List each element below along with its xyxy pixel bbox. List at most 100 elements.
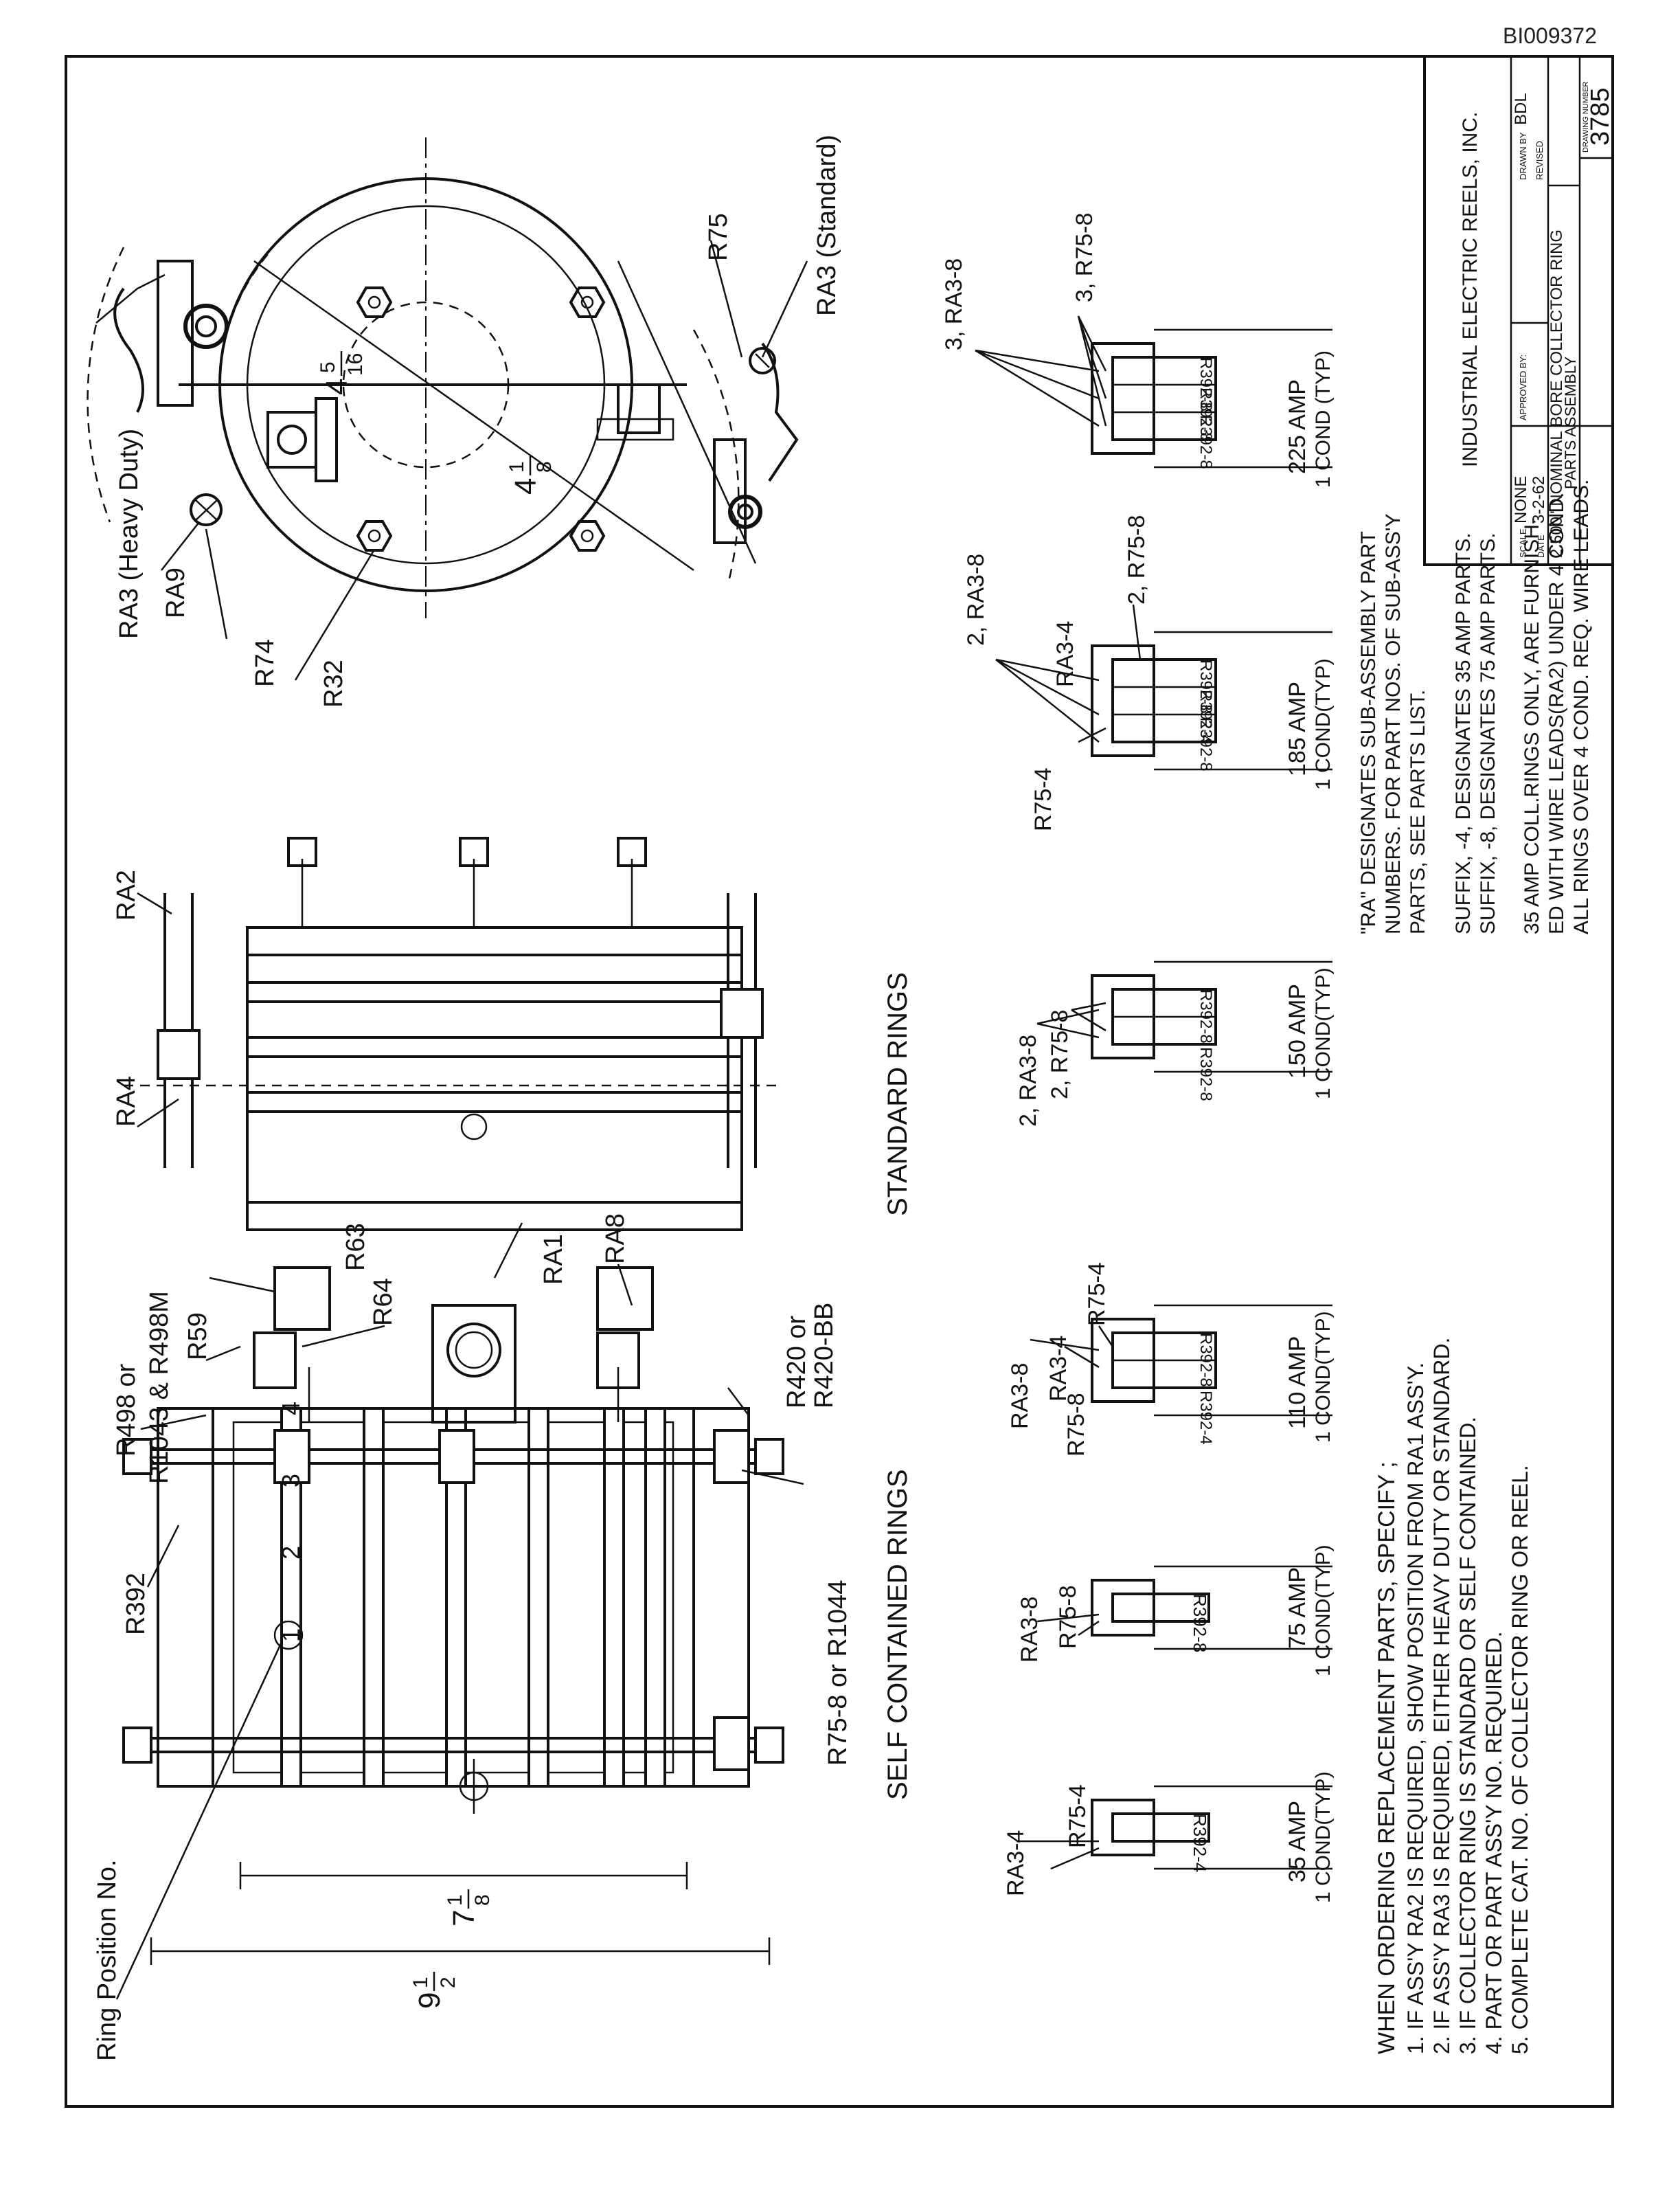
ordering-notes: WHEN ORDERING REPLACEMENT PARTS, SPECIFY… (1374, 1338, 1532, 2054)
amp-rating: 110 AMP (1284, 1336, 1310, 1429)
variant-75-amp: R392-8 RA3-8 R75-8 75 AMP 1 COND(TYP) (1017, 1544, 1335, 1676)
drawn-label: DRAWN BY (1518, 132, 1528, 180)
suffix-note-1: SUFFIX, -4, DESIGNATES 35 AMP PARTS. (1452, 532, 1475, 934)
variant-110-amp: R392-8 R392-4 RA3-8 RA3-4 R75-4 R75-8 11… (1007, 1262, 1335, 1457)
callout: 2, RA3-8 (963, 554, 989, 646)
drawing-title-line2: PARTS ASSEMBLY (1562, 356, 1579, 489)
callout: 2, R75-8 (1047, 1010, 1073, 1099)
label-r32: R32 (319, 660, 348, 708)
amp35-note-2: ED WITH WIRE LEADS(RA2) UNDER 4 COND. (1545, 493, 1568, 934)
callout: R75-8 (1055, 1585, 1081, 1649)
ring-number-badge (273, 1620, 304, 1650)
amp-rating: 185 AMP (1284, 682, 1310, 776)
label-r498-line2: R1043 & R498M (145, 1291, 174, 1484)
ordering-heading: WHEN ORDERING REPLACEMENT PARTS, SPECIFY… (1374, 1461, 1400, 2054)
callout: R75-4 (1030, 767, 1056, 831)
ra-note-line2: NUMBERS. FOR PART NOS. OF SUB-ASS'Y (1382, 514, 1405, 935)
callout: RA3-4 (1052, 621, 1078, 687)
dim-4-5-16-whole: 4 (320, 379, 354, 395)
ring-label: R392-8 (1196, 415, 1215, 469)
ordering-item-5: 5. COMPLETE CAT. NO. OF COLLECTOR RING O… (1508, 1465, 1532, 2054)
label-ra1: RA1 (539, 1234, 568, 1285)
label-r420-line1: R420 or (782, 1315, 811, 1408)
ordering-item-3: 3. IF COLLECTOR RING IS STANDARD OR SELF… (1455, 1417, 1480, 2054)
company-name: INDUSTRIAL ELECTRIC REELS, INC. (1459, 112, 1482, 467)
label-ra8: RA8 (601, 1213, 630, 1264)
ra-note-line3: PARTS, SEE PARTS LIST. (1407, 690, 1429, 934)
scale-label: SCALE (1518, 528, 1528, 558)
ring-label: R392-8 (1190, 1594, 1210, 1652)
callout: RA3-4 (1045, 1336, 1071, 1402)
date-value: 3-2-62 (1530, 476, 1548, 524)
dim-4-1-8-num: 1 (506, 461, 528, 473)
ring-label: R392-4 (1190, 1814, 1210, 1872)
label-r74: R74 (251, 639, 280, 687)
label-r498-line1: R498 or (112, 1363, 141, 1457)
sheet-border (65, 55, 1614, 2108)
cond-note: 1 COND (TYP) (1312, 350, 1335, 488)
callout: RA3-8 (1007, 1363, 1033, 1429)
variant-225-amp: R392-8 R392-8 R392-8 3, RA3-8 3, R75-8 2… (941, 213, 1335, 488)
label-ring-position-no: Ring Position No. (93, 1859, 122, 2061)
amp-rating: 75 AMP (1284, 1567, 1310, 1649)
cond-note: 1 COND(TYP) (1312, 1311, 1335, 1443)
hex-nut (356, 520, 393, 552)
approved-label: APPROVED BY: (1518, 355, 1528, 420)
hex-nut (569, 286, 606, 318)
variant-150-amp: R392-8 R392-8 2, RA3-8 2, R75-8 150 AMP … (1015, 960, 1335, 1127)
title-block: INDUSTRIAL ELECTRIC REELS, INC. SCALE NO… (1423, 55, 1615, 566)
callout: 3, RA3-8 (941, 258, 967, 350)
label-r420-line2: R420-BB (810, 1303, 839, 1408)
ring-number-2: 2 (277, 1546, 305, 1560)
brush-holder-standard (713, 342, 799, 544)
drawing-title-line1: 2.500" NOMINAL BORE COLLECTOR RING (1547, 229, 1566, 558)
dim-7-1-8-den: 8 (471, 1894, 494, 1906)
ring-number-3: 3 (277, 1474, 305, 1487)
callout: R75-4 (1065, 1784, 1091, 1848)
label-r64: R64 (369, 1278, 398, 1326)
ring-label: R392-4 (1196, 1391, 1215, 1445)
ring-2 (363, 1407, 385, 1788)
label-r63: R63 (341, 1223, 370, 1271)
ring-label: R392-8 (1196, 1333, 1215, 1387)
dim-9-1-2-den: 2 (437, 1977, 459, 1988)
cond-note: 1 COND(TYP) (1312, 1544, 1335, 1676)
ring-number-4: 4 (277, 1402, 305, 1415)
label-r59: R59 (183, 1312, 212, 1360)
dim-4-5-16-den: 16 (344, 353, 367, 376)
ring-number-1: 1 (277, 1628, 305, 1642)
callout: 2, R75-8 (1124, 515, 1150, 605)
revised-label: REVISED (1534, 141, 1545, 180)
dim-7-1-8-num: 1 (444, 1894, 466, 1906)
dim-4-5-16-num: 5 (317, 361, 339, 373)
drawing-number-label: DRAWING NUMBER (1582, 81, 1590, 153)
ordering-item-1: 1. IF ASS'Y RA2 IS REQUIRED, SHOW POSITI… (1403, 1362, 1428, 2054)
ordering-item-4: 4. PART OR PART ASS'Y NO. REQUIRED. (1482, 1632, 1506, 2054)
label-r392: R392 (122, 1573, 150, 1635)
ring-label: R392-8 (1196, 357, 1215, 412)
suffix-note-2: SUFFIX, -8, DESIGNATES 75 AMP PARTS. (1477, 532, 1499, 934)
ring-label: R392-4 (1196, 690, 1215, 744)
brush-holder-heavy (95, 260, 229, 526)
ring-label: R392-8 (1196, 717, 1215, 772)
dim-9-1-2-num: 1 (409, 1977, 432, 1988)
ring-label: R392-8 (1196, 989, 1215, 1044)
variant-35-amp: R392-4 RA3-4 R75-4 35 AMP 1 COND(TYP) (1003, 1771, 1335, 1903)
variant-diagrams: R392-4 RA3-4 R75-4 35 AMP 1 COND(TYP) R3… (941, 213, 1335, 1903)
hex-nut (569, 520, 606, 552)
dim-4-1-8-whole: 4 (509, 478, 543, 495)
label-ra3-standard: RA3 (Standard) (813, 135, 841, 316)
label-ra4: RA4 (112, 1076, 141, 1127)
callout: 2, RA3-8 (1015, 1035, 1041, 1127)
scale-value: NONE (1512, 476, 1530, 524)
callout: RA3-4 (1003, 1830, 1029, 1896)
variant-185-amp: R392-8 R392-4 R392-8 R75-4 2, RA3-8 RA3-… (963, 515, 1335, 831)
amp35-note-1: 35 AMP COLL.RINGS ONLY, ARE FURNISH- (1521, 517, 1543, 934)
callout: R75-4 (1084, 1262, 1110, 1326)
dim-9-1-2-whole: 9 (413, 1992, 446, 2009)
callout: RA3-8 (1017, 1597, 1043, 1663)
label-ra9: RA9 (161, 567, 190, 618)
cond-note: 1 COND(TYP) (1312, 1771, 1335, 1903)
callout: 3, R75-8 (1071, 213, 1098, 302)
